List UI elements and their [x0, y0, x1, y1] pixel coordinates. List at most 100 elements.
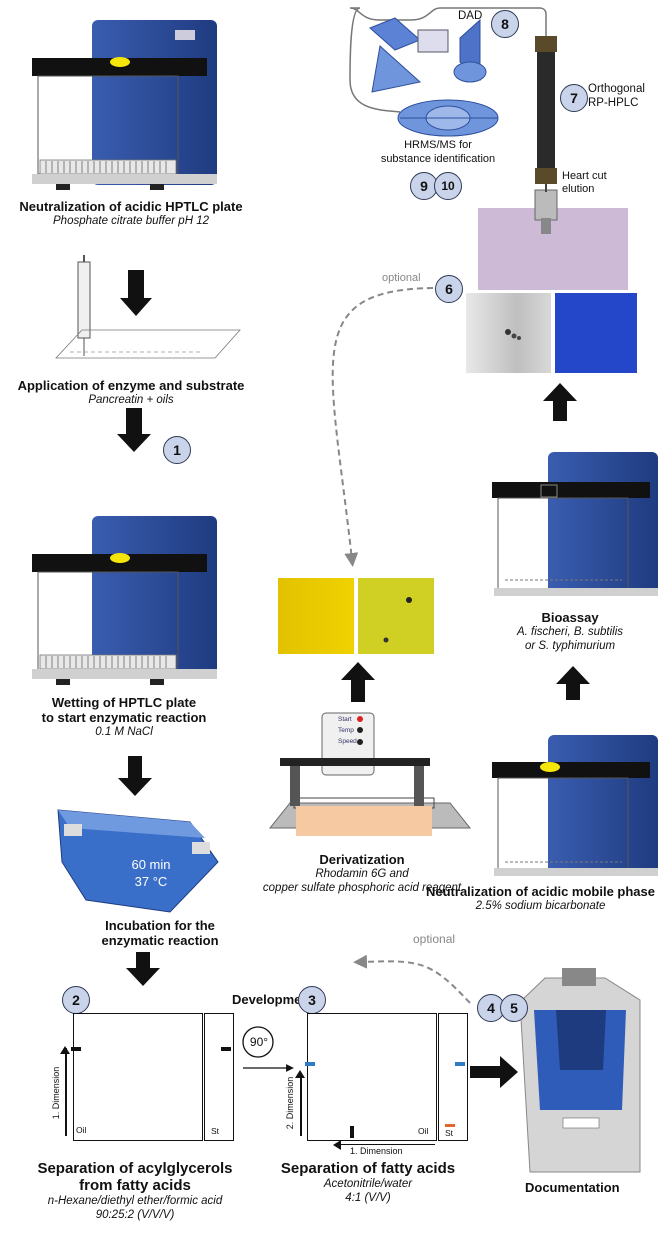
dim2-arrowhead: [295, 1070, 305, 1078]
rotation-symbol: [242, 1026, 274, 1058]
dim2-axis: [300, 1074, 302, 1136]
syringe-application: [55, 255, 241, 359]
neutralization-chamber-2: [492, 735, 658, 876]
arrow-down-2: [117, 408, 151, 452]
plate3-blue-band: [305, 1062, 315, 1066]
wetting-title-1: Wetting of HPTLC plate: [51, 695, 197, 710]
hrms-label: HRMS/MS for substance identification: [368, 138, 508, 166]
optional-label-45: optional: [413, 932, 456, 946]
derivatizer-speed[interactable]: Speed: [338, 738, 357, 745]
separation2-title: Separation of fatty acids: [280, 1160, 456, 1177]
bioassay-sub-1: A. fischeri, B. subtilis: [516, 626, 624, 638]
incubation-temp: 37 °C: [134, 874, 168, 889]
strip-st-2: St: [438, 1013, 468, 1141]
documentation-device: [519, 968, 641, 1173]
caption-separation-2: Separation of fatty acids Acetonitrile/w…: [268, 1160, 468, 1205]
application-sub: Pancreatin + oils: [88, 394, 174, 406]
rp-hplc-column: [537, 36, 555, 184]
arrow-up-bioassay: [556, 666, 590, 700]
derivatizer-buttons: Start Temp Speed: [338, 714, 357, 747]
hrms-line-2: substance identification: [380, 153, 496, 165]
dim1-axis-2: [340, 1144, 435, 1146]
neutralization-chamber-1: [32, 20, 217, 190]
badge-7: 7: [560, 84, 588, 112]
caption-bioassay: Bioassay A. fischeri, B. subtilis or S. …: [490, 610, 650, 653]
separation1-sub-2: 90:25:2 (V/V/V): [95, 1209, 175, 1221]
bioassay-sub-2: or S. typhimurium: [524, 640, 616, 652]
plate-dimension-2: Oil: [305, 1013, 437, 1141]
strip-st-1: St: [204, 1013, 234, 1141]
oil-label-2: Oil: [418, 1126, 429, 1136]
dim1-arrowhead: [60, 1046, 70, 1054]
badge-3: 3: [298, 986, 326, 1014]
separation1-title-2: from fatty acids: [79, 1177, 191, 1194]
dim1-label: 1. Dimension: [51, 1066, 61, 1120]
dim1-arrowhead-2: [333, 1140, 341, 1150]
heart-cut-label: Heart cut elution: [562, 170, 607, 196]
derivatizer-temp[interactable]: Temp: [338, 727, 354, 734]
optional-path-6: [331, 287, 434, 567]
dad-label: DAD: [458, 10, 483, 22]
dim1-axis: [65, 1048, 67, 1136]
derivatization-sub-2: copper sulfate phosphoric acid reagent: [262, 882, 462, 894]
hrms-instrument: [397, 99, 499, 137]
separation2-sub-1: Acetonitrile/water: [323, 1178, 413, 1190]
badge-5: 5: [500, 994, 528, 1022]
neutralization-plate-sub: Phosphate citrate buffer pH 12: [53, 215, 209, 227]
st-label-2: St: [445, 1128, 454, 1138]
wetting-chamber: [32, 516, 217, 685]
heart-cut-plate: [478, 208, 628, 290]
heart-cut-line-2: elution: [562, 183, 595, 195]
strip1-band: [221, 1047, 231, 1051]
separation1-title-1: Separation of acylglycerols: [37, 1160, 233, 1177]
bioassay-image-blue: [555, 293, 637, 373]
arrow-to-documentation: [470, 1056, 518, 1088]
oil-label-1: Oil: [76, 1125, 87, 1135]
incubation-title-1: Incubation for the: [105, 918, 215, 933]
derivatization-sub-1: Rhodamin 6G and: [315, 868, 409, 880]
incubation-box: [57, 809, 219, 913]
badge-10: 10: [434, 172, 462, 200]
plate-dimension-1: [71, 1013, 203, 1141]
separation2-sub-2: 4:1 (V/V): [345, 1192, 391, 1204]
dad-optics: [369, 17, 487, 93]
arrow-down-1: [120, 270, 152, 316]
dim1-label-2: 1. Dimension: [350, 1146, 403, 1156]
incubation-title-2: enzymatic reaction: [101, 933, 219, 948]
optional-label-6: optional: [382, 272, 421, 284]
badge-6: 6: [435, 275, 463, 303]
orthogonal-label: Orthogonal RP-HPLC: [588, 82, 645, 110]
orthogonal-line-1: Orthogonal: [588, 83, 645, 95]
incubation-box-label: 60 min 37 °C: [106, 856, 196, 890]
derivatization-image-left: [278, 578, 354, 654]
caption-application: Application of enzyme and substrate Panc…: [0, 378, 262, 407]
strip2-orange-band: [445, 1124, 455, 1127]
bioassay-chamber: [492, 452, 658, 596]
dim2-label: 2. Dimension: [285, 1076, 295, 1130]
neutralization-mobile-title: Neutralization of acidic mobile phase: [426, 884, 655, 899]
caption-incubation: Incubation for the enzymatic reaction: [60, 918, 260, 948]
badge-4: 4: [477, 994, 505, 1022]
documentation-label: Documentation: [525, 1180, 620, 1195]
caption-neutralization-mobile: Neutralization of acidic mobile phase 2.…: [416, 884, 665, 913]
rotation-label: 90°: [249, 1035, 269, 1049]
incubation-time: 60 min: [131, 857, 171, 872]
derivatizer-start[interactable]: Start: [338, 716, 352, 723]
caption-neutralization-plate: Neutralization of acidic HPTLC plate Pho…: [0, 199, 262, 228]
arrow-down-4: [126, 952, 160, 986]
badge-9: 9: [410, 172, 438, 200]
badge-2: 2: [62, 986, 90, 1014]
plate3-black-band: [350, 1126, 354, 1138]
bioassay-title: Bioassay: [541, 610, 599, 625]
derivatization-title: Derivatization: [319, 852, 405, 867]
caption-wetting: Wetting of HPTLC plate to start enzymati…: [0, 695, 248, 739]
wetting-sub: 0.1 M NaCl: [95, 726, 153, 738]
derivatization-image-right: [358, 578, 434, 654]
application-title: Application of enzyme and substrate: [17, 378, 245, 393]
badge-8: 8: [491, 10, 519, 38]
strip2-blue-band: [455, 1062, 465, 1066]
badge-1: 1: [163, 436, 191, 464]
arrow-down-3: [118, 756, 152, 796]
development-label: Development: [232, 992, 314, 1007]
